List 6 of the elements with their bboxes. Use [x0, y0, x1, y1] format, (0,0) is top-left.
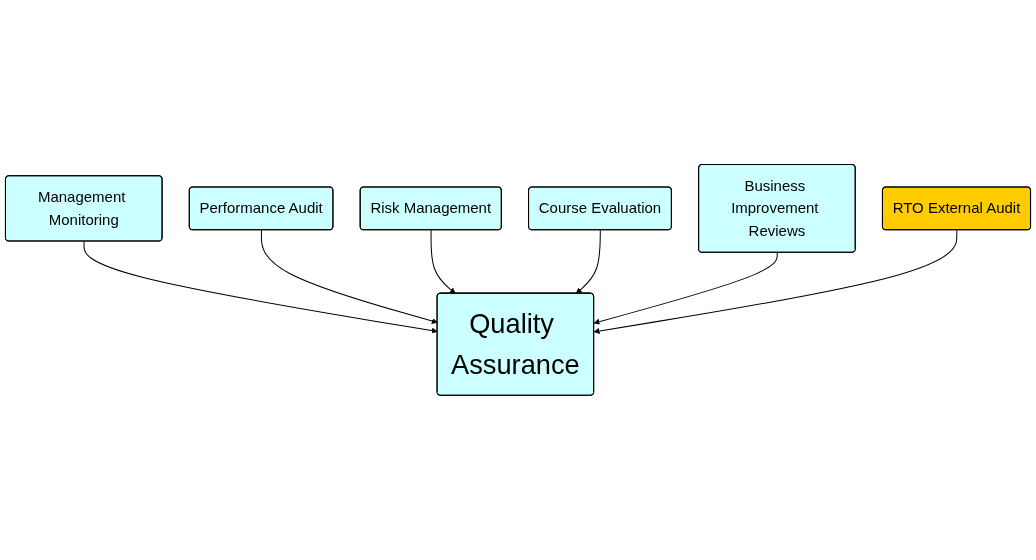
arrow — [593, 252, 778, 325]
arrow — [260, 229, 438, 325]
arrow — [430, 229, 456, 294]
arrow — [83, 241, 438, 334]
arrow — [575, 229, 601, 294]
arrow — [593, 229, 958, 335]
